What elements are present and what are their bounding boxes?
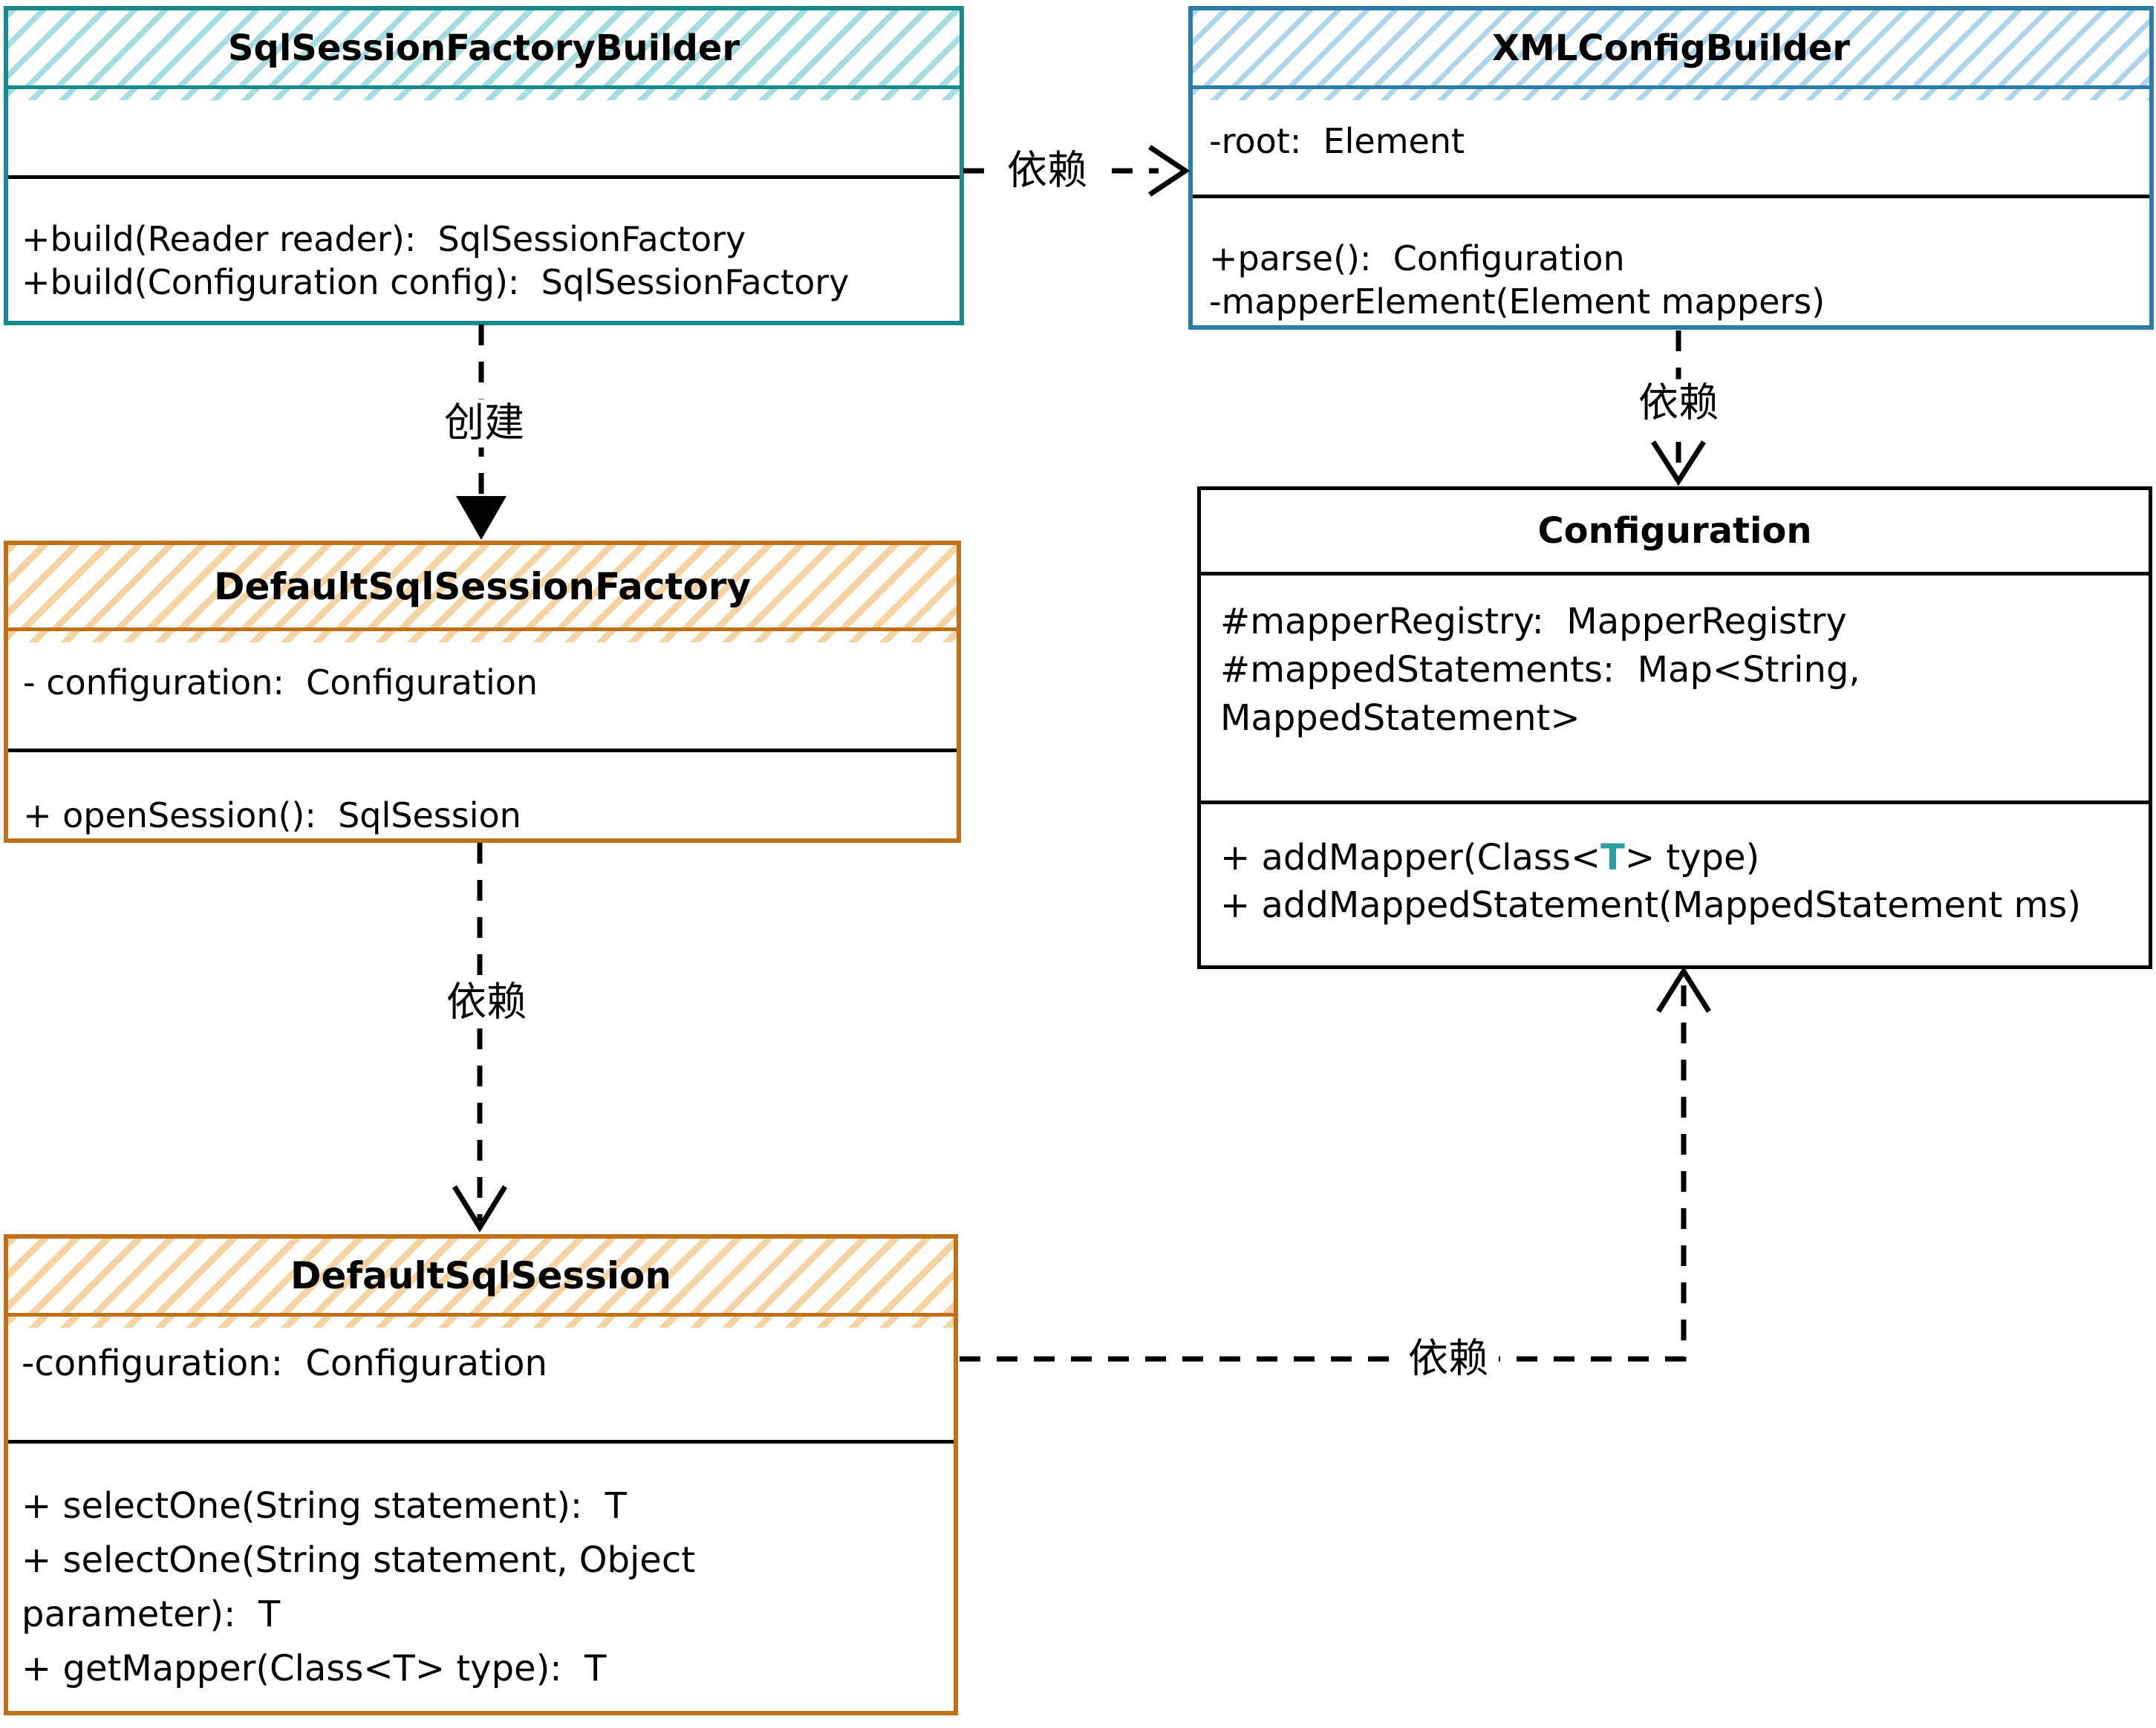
class-header: SqlSessionFactoryBuilder [8, 10, 960, 89]
attributes-section: - configuration: Configuration [8, 642, 957, 749]
method-line: + openSession(): SqlSession [23, 795, 521, 835]
attributes-section: #mapperRegistry: MapperRegistry #mappedS… [1201, 576, 2149, 801]
method-line: + selectOne(String statement): T [22, 1485, 627, 1527]
class-title: DefaultSqlSessionFactory [213, 564, 752, 608]
method-line: parameter): T [22, 1594, 281, 1635]
header-hatch-fringe [8, 89, 960, 100]
edge-label-dependency: 依赖 [1628, 379, 1729, 428]
attributes-section [8, 100, 960, 175]
generic-type-param: T [1600, 837, 1625, 878]
filled-arrowhead-down-icon [456, 496, 507, 540]
methods-section: +build(Reader reader): SqlSessionFactory… [8, 179, 960, 304]
class-box-sqlsessionfactorybuilder: SqlSessionFactoryBuilder +build(Reader r… [4, 6, 964, 325]
section-divider [8, 1440, 954, 1444]
section-divider [8, 175, 960, 179]
field-line: MappedStatement> [1220, 697, 1580, 739]
section-divider [1201, 801, 2149, 804]
class-box-configuration: Configuration #mapperRegistry: MapperReg… [1197, 486, 2152, 969]
open-arrowhead-up-icon [1656, 966, 1711, 1013]
method-line: + getMapper(Class<T> type): T [22, 1648, 607, 1689]
field-line: -configuration: Configuration [22, 1343, 547, 1384]
field-line: #mappedStatements: Map<String, [1220, 649, 1860, 691]
method-line: -mapperElement(Element mappers) [1209, 281, 1826, 322]
attributes-section: -configuration: Configuration [8, 1328, 954, 1440]
methods-section: +parse(): Configuration -mapperElement(E… [1193, 198, 2149, 323]
class-header: XMLConfigBuilder [1193, 10, 2149, 89]
class-title: SqlSessionFactoryBuilder [227, 27, 740, 69]
method-line: +parse(): Configuration [1209, 238, 1625, 278]
field-line: -root: Element [1209, 121, 1465, 161]
attributes-section: -root: Element [1193, 100, 2149, 195]
method-text: + addMapper(Class< [1220, 837, 1601, 878]
header-hatch-fringe [8, 631, 957, 642]
class-title: DefaultSqlSession [290, 1254, 671, 1297]
field-line: #mapperRegistry: MapperRegistry [1220, 601, 1847, 642]
method-line: + selectOne(String statement, Object [22, 1539, 696, 1581]
method-text: > type) [1624, 837, 1760, 878]
open-arrowhead-down-icon [1651, 440, 1706, 486]
edge-session-to-configuration [960, 977, 1687, 1362]
class-header: Configuration [1201, 490, 2149, 576]
class-box-defaultsqlsessionfactory: DefaultSqlSessionFactory - configuration… [4, 541, 961, 843]
class-header: DefaultSqlSessionFactory [8, 545, 957, 631]
edge-label-dependency: 依赖 [997, 146, 1098, 195]
class-box-xmlconfigbuilder: XMLConfigBuilder -root: Element +parse()… [1188, 6, 2154, 330]
methods-section: + openSession(): SqlSession [8, 752, 957, 838]
methods-section: + selectOne(String statement): T + selec… [8, 1444, 954, 1696]
header-hatch-fringe [8, 1317, 954, 1328]
method-line: +build(Configuration config): SqlSession… [22, 262, 850, 302]
class-title: XMLConfigBuilder [1492, 27, 1850, 69]
class-header: DefaultSqlSession [8, 1239, 954, 1317]
edge-label-dependency: 依赖 [1398, 1334, 1499, 1383]
open-arrowhead-down-icon [452, 1185, 507, 1233]
header-hatch-fringe [1193, 89, 2149, 100]
class-title: Configuration [1537, 510, 1812, 552]
class-box-defaultsqlsession: DefaultSqlSession -configuration: Config… [4, 1234, 958, 1715]
method-line: + addMappedStatement(MappedStatement ms) [1220, 884, 2082, 926]
section-divider [1193, 195, 2149, 198]
open-arrowhead-right-icon [1148, 145, 1191, 197]
methods-section: + addMapper(Class<T> type) + addMappedSt… [1201, 804, 2149, 929]
method-line: + addMapper(Class<T> type) [1220, 834, 2129, 881]
edge-label-dependency: 依赖 [436, 978, 537, 1027]
method-line: +build(Reader reader): SqlSessionFactory [22, 219, 746, 259]
section-divider [8, 749, 957, 752]
edge-label-creates: 创建 [434, 399, 535, 448]
field-line: - configuration: Configuration [23, 662, 538, 702]
